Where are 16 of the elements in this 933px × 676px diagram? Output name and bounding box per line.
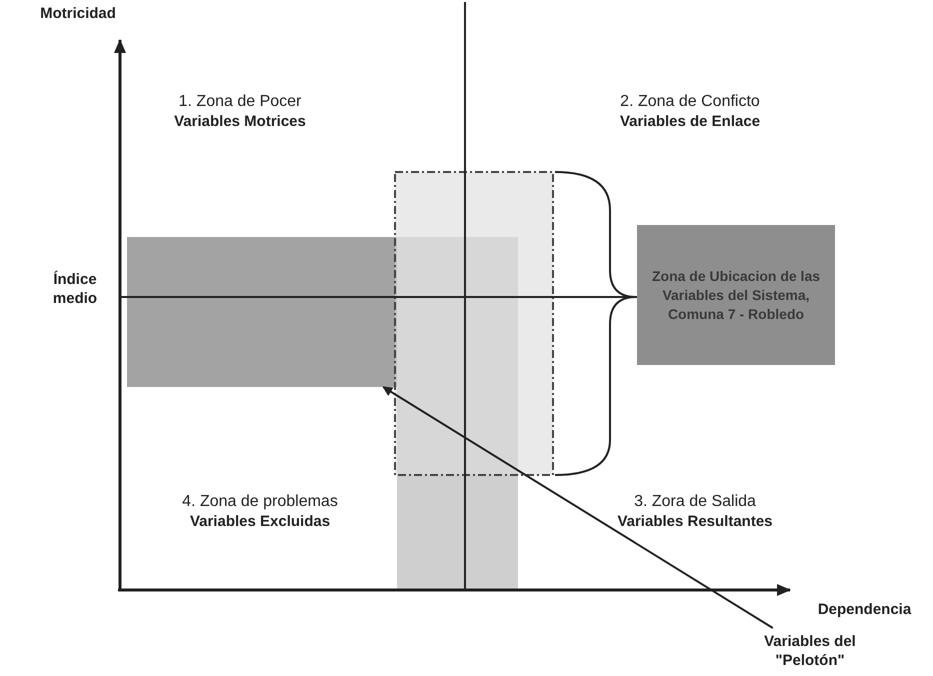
leader-arrow: [382, 386, 774, 629]
zone-title: 1. Zona de Pocer: [178, 92, 302, 111]
zone-subtitle: Variables Excluidas: [188, 512, 332, 531]
callout-text: Variables del "Pelotón": [745, 628, 875, 674]
zone-note-box: Zona de Ubicacion de las Variables del Sistema, Comuna 7 - Robledo: [637, 225, 835, 365]
zone-title: 4. Zona de problemas: [181, 492, 339, 511]
zone-subtitle: Variables Motrices: [173, 112, 307, 131]
zone-title: 2. Zona de Conficto: [619, 92, 761, 111]
zone-title: 3. Zora de Salida: [633, 492, 757, 511]
shaded-band: [127, 237, 397, 387]
shaded-band: [397, 237, 518, 590]
zone-subtitle: Variables Resultantes: [616, 512, 774, 531]
axis-title: Motricidad: [39, 4, 117, 23]
axis-annotation: Índice medio: [52, 270, 98, 308]
axis-title: Dependencia: [816, 600, 912, 619]
zone-subtitle: Variables de Enlace: [618, 112, 762, 131]
